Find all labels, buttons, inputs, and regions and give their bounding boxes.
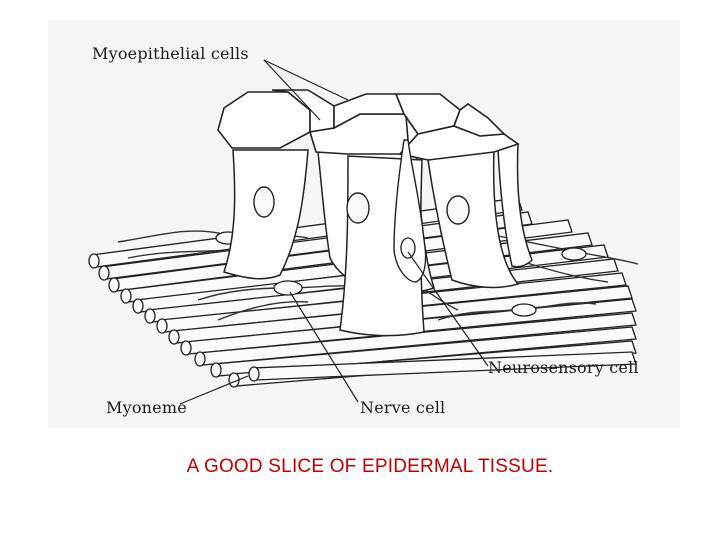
- hexagonal-surface: [217, 89, 520, 161]
- column: [497, 143, 533, 268]
- myoepithelial-leader: [263, 59, 349, 101]
- figure-caption: A GOOD SLICE OF EPIDERMAL TISSUE.: [186, 456, 554, 477]
- sensory-bristle: [405, 115, 409, 141]
- epidermis-illustration: [48, 20, 680, 428]
- fibre: [210, 326, 637, 378]
- nerve-cell: [561, 247, 587, 261]
- neurosensory-cell: [393, 115, 427, 283]
- fibre: [194, 312, 637, 367]
- nerve-leader: [289, 291, 359, 403]
- label-neurosensory-cell: Neurosensory cell: [488, 358, 639, 377]
- nerve-cell: [273, 280, 303, 296]
- neurosensory-nucleus: [400, 237, 416, 259]
- nerve-cell: [511, 303, 537, 317]
- label-myoneme: Myoneme: [106, 398, 187, 417]
- epidermis-diagram: [48, 20, 680, 428]
- neurosensory-leader: [407, 251, 489, 367]
- cell-nuclei: [253, 186, 470, 225]
- nucleus: [446, 195, 470, 225]
- label-nerve-cell: Nerve cell: [360, 398, 446, 417]
- myoepithelial-leader: [263, 59, 321, 121]
- hexagon: [452, 103, 506, 137]
- nucleus: [346, 192, 370, 224]
- leader-lines: [179, 59, 489, 405]
- column: [427, 147, 520, 289]
- nucleus: [253, 186, 275, 218]
- myoneme-leader: [179, 375, 249, 405]
- fibre: [248, 351, 637, 382]
- label-myoepithelial-cells: Myoepithelial cells: [92, 44, 249, 63]
